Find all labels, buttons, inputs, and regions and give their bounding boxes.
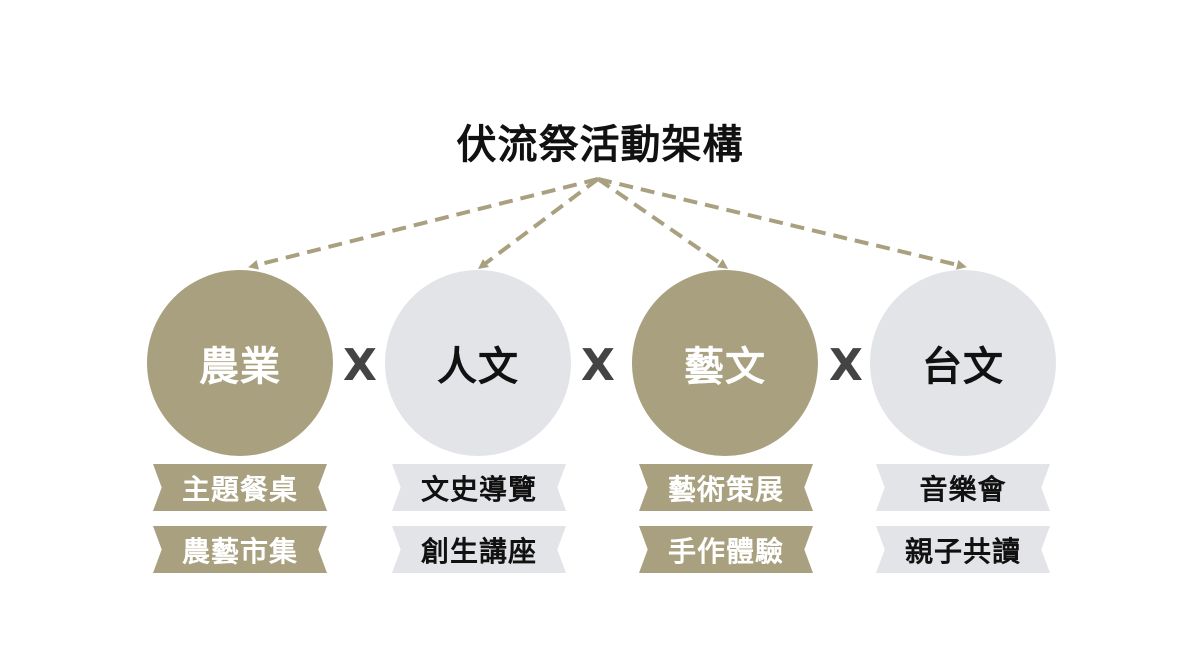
pillar-circle-agriculture: 農業 xyxy=(147,270,333,456)
pillar-3-item-2: 手作體驗 xyxy=(639,526,813,573)
arrow-to-pillar-4 xyxy=(597,177,967,270)
diagram-title: 伏流祭活動架構 xyxy=(456,122,744,168)
arrow-to-pillar-1 xyxy=(248,177,599,270)
pillar-1-item-1: 主題餐桌 xyxy=(153,464,327,511)
pillar-circle-taiwanese-culture: 台文 xyxy=(870,270,1056,456)
pillar-3-item-1: 藝術策展 xyxy=(639,464,813,511)
pillar-4-item-1: 音樂會 xyxy=(876,464,1050,511)
arrow-to-pillar-2 xyxy=(478,177,600,269)
pillar-1-item-2: 農藝市集 xyxy=(153,526,327,573)
pillar-2-item-1: 文史導覽 xyxy=(392,464,566,511)
pillar-2-item-2: 創生講座 xyxy=(392,526,566,573)
arrow-to-pillar-3 xyxy=(596,177,729,269)
times-connector-3: X xyxy=(829,340,863,391)
pillar-4-item-2: 親子共讀 xyxy=(876,526,1050,573)
pillar-circle-humanities: 人文 xyxy=(385,270,571,456)
times-connector-2: X xyxy=(581,340,615,391)
times-connector-1: X xyxy=(343,340,377,391)
pillar-circle-arts: 藝文 xyxy=(632,270,818,456)
